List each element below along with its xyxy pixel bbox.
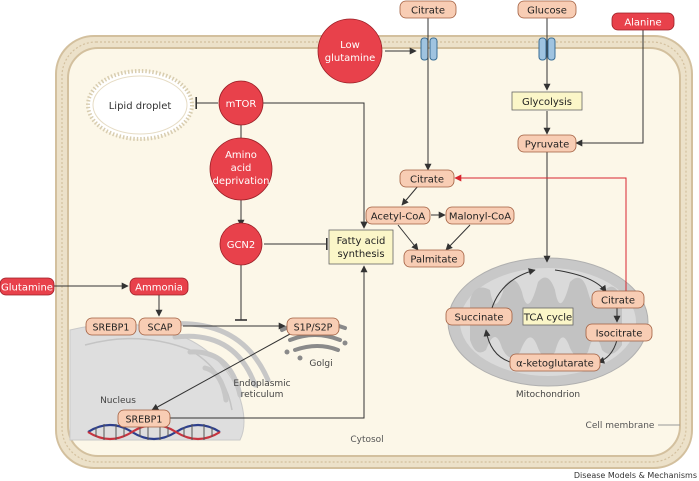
cytosol-label: Cytosol xyxy=(350,435,383,445)
citrate-export-arrow xyxy=(454,174,627,296)
mtor-label: mTOR xyxy=(226,99,257,110)
fatty-acid-synthesis-node: Fatty acid synthesis xyxy=(328,229,394,265)
amino-acid-deprivation-node: Amino acid deprivation xyxy=(209,137,273,201)
lipid-droplet-label: Lipid droplet xyxy=(109,101,172,112)
cell-membrane-label: Cell membrane xyxy=(586,421,655,431)
gcn2-label: GCN2 xyxy=(227,240,256,251)
glucose-transporter xyxy=(538,37,556,61)
s1p-s2p-label: S1P/S2P xyxy=(294,323,333,334)
akg-node: α-ketoglutarate xyxy=(509,353,601,372)
srebp1-nucleus-label: SREBP1 xyxy=(126,415,163,426)
amino-line2: acid xyxy=(231,163,252,174)
isocitrate-node: Isocitrate xyxy=(585,323,653,342)
golgi-label: Golgi xyxy=(309,359,332,369)
tca-cycle-label: TCA cycle xyxy=(523,313,572,324)
citrate-top-node: Citrate xyxy=(399,0,457,19)
pyruvate-node: Pyruvate xyxy=(517,134,577,153)
ammonia-label: Ammonia xyxy=(135,283,183,294)
glucose-node: Glucose xyxy=(517,0,577,19)
malonyl-coa-label: Malonyl-CoA xyxy=(449,212,511,223)
credit-text: Disease Models & Mechanisms xyxy=(574,471,697,480)
citrate-top-label: Citrate xyxy=(411,6,445,17)
scap-label: SCAP xyxy=(148,323,173,334)
alanine-node: Alanine xyxy=(611,12,675,31)
isocitrate-label: Isocitrate xyxy=(596,329,643,340)
scap-node: SCAP xyxy=(138,317,182,336)
glutamine-node: Glutamine xyxy=(0,277,55,296)
mitochondrion-label: Mitochondrion xyxy=(516,390,580,400)
srebp1-er-label: SREBP1 xyxy=(93,323,130,334)
low-glutamine-line1: Low xyxy=(340,40,360,51)
gcn2-node: GCN2 xyxy=(219,222,263,266)
nucleus-label: Nucleus xyxy=(100,396,136,406)
er-label-line2: reticulum xyxy=(241,390,284,400)
pyruvate-label: Pyruvate xyxy=(525,140,570,151)
palmitate-label: Palmitate xyxy=(410,255,457,266)
low-glutamine-line2: glutamine xyxy=(325,53,376,64)
acetyl-coa-node: Acetyl-CoA xyxy=(365,206,431,225)
citrate-mito-label: Citrate xyxy=(601,296,635,307)
glycolysis-node: Glycolysis xyxy=(511,91,583,111)
glucose-label: Glucose xyxy=(527,6,567,17)
citrate-cyto-node: Citrate xyxy=(399,169,455,188)
er-label-line1: Endoplasmic xyxy=(233,379,290,389)
fa-synth-line1: Fatty acid xyxy=(337,236,386,247)
low-glutamine-node: Low glutamine xyxy=(317,18,383,84)
akg-label: α-ketoglutarate xyxy=(516,359,594,370)
glutamine-label: Glutamine xyxy=(1,283,53,294)
mtor-node: mTOR xyxy=(218,80,264,126)
ammonia-node: Ammonia xyxy=(129,277,189,296)
fa-synth-line2: synthesis xyxy=(337,249,384,260)
s1p-s2p-node: S1P/S2P xyxy=(286,317,340,336)
alanine-label: Alanine xyxy=(624,18,661,29)
citrate-mito-node: Citrate xyxy=(591,290,645,309)
acetyl-coa-label: Acetyl-CoA xyxy=(371,212,426,223)
lipid-droplet xyxy=(86,69,194,141)
srebp1-nucleus-node: SREBP1 xyxy=(117,409,171,428)
malonyl-coa-node: Malonyl-CoA xyxy=(445,206,515,225)
succinate-node: Succinate xyxy=(445,307,513,326)
succinate-label: Succinate xyxy=(455,313,504,324)
amino-line1: Amino xyxy=(225,150,257,161)
amino-line3: deprivation xyxy=(213,176,270,187)
palmitate-node: Palmitate xyxy=(403,249,465,268)
glycolysis-label: Glycolysis xyxy=(522,97,572,108)
connectors xyxy=(54,18,680,426)
tca-cycle-node: TCA cycle xyxy=(522,307,574,326)
citrate-transporter xyxy=(420,37,438,61)
citrate-cyto-label: Citrate xyxy=(410,175,444,186)
srebp1-er-node: SREBP1 xyxy=(85,317,137,336)
